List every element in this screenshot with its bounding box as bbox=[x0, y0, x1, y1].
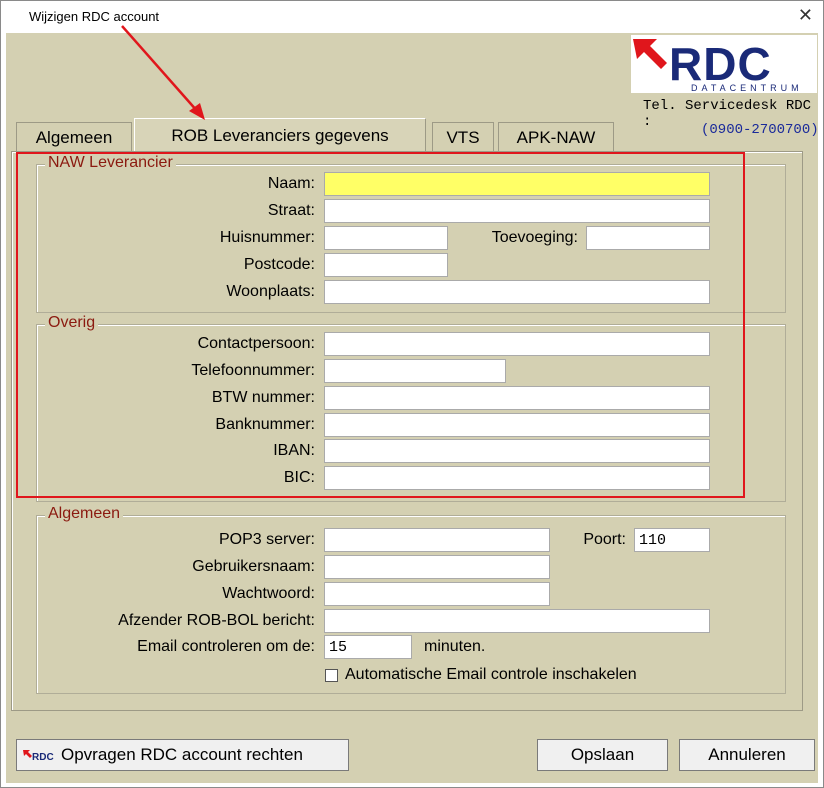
email-check-unit: minuten. bbox=[424, 638, 486, 655]
bic-field[interactable] bbox=[324, 466, 710, 490]
tab-apk-naw[interactable]: APK-NAW bbox=[498, 122, 614, 152]
servicedesk-label: Tel. Servicedesk RDC : bbox=[643, 98, 812, 130]
pop3-field[interactable] bbox=[324, 528, 550, 552]
gebruikersnaam-label: Gebruikersnaam: bbox=[192, 558, 315, 575]
postcode-label: Postcode: bbox=[243, 256, 315, 273]
toevoeging-field[interactable] bbox=[586, 226, 710, 250]
wachtwoord-field[interactable] bbox=[324, 582, 550, 606]
request-rights-label: Opvragen RDC account rechten bbox=[61, 745, 303, 764]
group-algemeen: Algemeen bbox=[36, 505, 786, 694]
rdc-logo: RDC DATACENTRUM bbox=[631, 35, 817, 93]
auto-email-check-label[interactable]: Automatische Email controle inschakelen bbox=[345, 666, 637, 683]
group-naw-legend: NAW Leverancier bbox=[45, 154, 176, 172]
group-overig-legend: Overig bbox=[45, 314, 99, 332]
tab-vts[interactable]: VTS bbox=[432, 122, 494, 152]
auto-email-check-checkbox[interactable] bbox=[325, 669, 338, 682]
request-rights-button[interactable]: RDC Opvragen RDC account rechten bbox=[16, 739, 349, 771]
svg-text:RDC: RDC bbox=[32, 752, 54, 763]
iban-label: IBAN: bbox=[273, 442, 315, 459]
wachtwoord-label: Wachtwoord: bbox=[222, 585, 315, 602]
tab-algemeen[interactable]: Algemeen bbox=[16, 122, 132, 152]
telefoonnummer-field[interactable] bbox=[324, 359, 506, 383]
title-bar: Wijzigen RDC account ✕ bbox=[1, 1, 823, 33]
group-algemeen-legend: Algemeen bbox=[45, 505, 124, 523]
servicedesk-number: (0900-2700700) bbox=[701, 122, 819, 138]
straat-field[interactable] bbox=[324, 199, 710, 223]
woonplaats-field[interactable] bbox=[324, 280, 710, 304]
toevoeging-label: Toevoeging: bbox=[491, 229, 578, 246]
logo-arrow-icon bbox=[631, 35, 671, 93]
banknummer-field[interactable] bbox=[324, 413, 710, 437]
close-icon[interactable]: ✕ bbox=[797, 5, 813, 25]
save-button[interactable]: Opslaan bbox=[537, 739, 668, 771]
bic-label: BIC: bbox=[283, 469, 315, 486]
straat-label: Straat: bbox=[267, 202, 315, 219]
poort-field[interactable] bbox=[634, 528, 710, 552]
contactpersoon-field[interactable] bbox=[324, 332, 710, 356]
contactpersoon-label: Contactpersoon: bbox=[197, 335, 315, 352]
tab-rob-leveranciers[interactable]: ROB Leveranciers gegevens bbox=[134, 118, 426, 152]
logo-subtext: DATACENTRUM bbox=[691, 83, 803, 93]
btw-label: BTW nummer: bbox=[211, 389, 315, 406]
huisnummer-label: Huisnummer: bbox=[219, 229, 315, 246]
email-check-interval-field[interactable] bbox=[324, 635, 412, 659]
postcode-field[interactable] bbox=[324, 253, 448, 277]
pop3-label: POP3 server: bbox=[218, 531, 315, 548]
huisnummer-field[interactable] bbox=[324, 226, 448, 250]
woonplaats-label: Woonplaats: bbox=[226, 283, 315, 300]
logo-text: RDC bbox=[669, 38, 772, 90]
naam-field[interactable] bbox=[324, 172, 710, 196]
afzender-label: Afzender ROB-BOL bericht: bbox=[118, 612, 315, 629]
banknummer-label: Banknummer: bbox=[215, 416, 315, 433]
window-title: Wijzigen RDC account bbox=[29, 9, 160, 24]
btw-field[interactable] bbox=[324, 386, 710, 410]
telefoonnummer-label: Telefoonnummer: bbox=[191, 362, 315, 379]
email-check-label: Email controleren om de: bbox=[137, 638, 315, 655]
cancel-label: Annuleren bbox=[708, 745, 786, 764]
tab-panel bbox=[11, 151, 803, 711]
group-overig: Overig bbox=[36, 314, 786, 502]
group-naw-leverancier: NAW Leverancier bbox=[36, 154, 786, 313]
naam-label: Naam: bbox=[267, 175, 315, 192]
poort-label: Poort: bbox=[583, 531, 626, 548]
afzender-field[interactable] bbox=[324, 609, 710, 633]
cancel-button[interactable]: Annuleren bbox=[679, 739, 815, 771]
gebruikersnaam-field[interactable] bbox=[324, 555, 550, 579]
rdc-mini-logo-icon: RDC bbox=[23, 750, 54, 763]
iban-field[interactable] bbox=[324, 439, 710, 463]
